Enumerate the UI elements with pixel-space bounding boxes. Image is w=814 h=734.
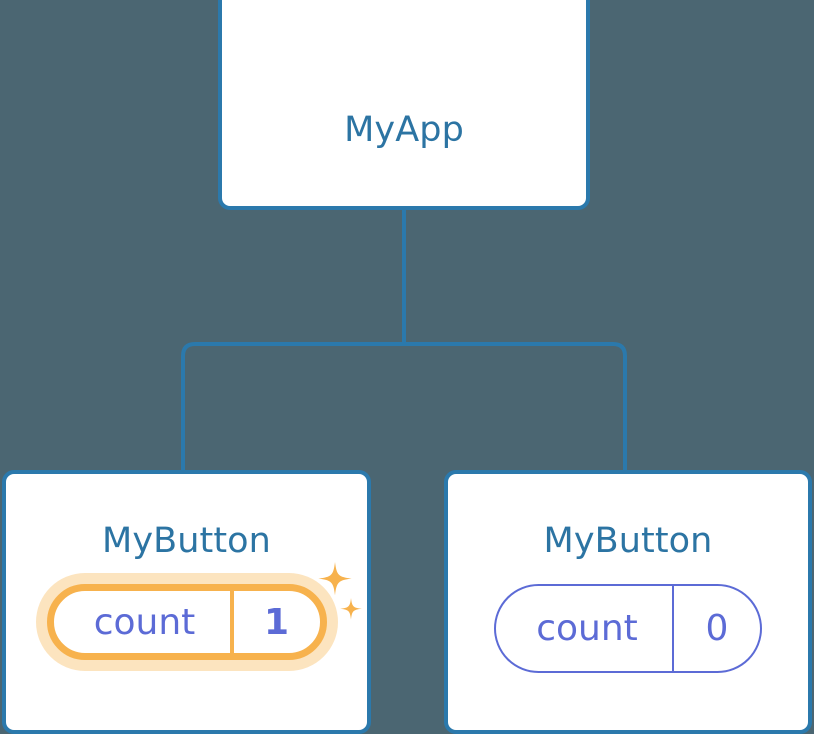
- state-key-label: count: [536, 608, 638, 649]
- sparkle-small-icon: [339, 598, 362, 620]
- state-pill-default[interactable]: count 0: [494, 584, 762, 673]
- component-node-mybutton-right[interactable]: MyButton count 0: [444, 470, 812, 734]
- component-title: MyApp: [344, 110, 464, 150]
- component-title: MyButton: [543, 521, 713, 561]
- component-title: MyButton: [102, 521, 271, 561]
- state-value-label: 1: [229, 591, 320, 653]
- connector-branch-right: [404, 342, 627, 472]
- state-key-label: count: [93, 601, 196, 643]
- state-pill-highlighted[interactable]: count 1: [46, 584, 327, 660]
- state-pill-wrapper: count 1: [35, 562, 362, 671]
- component-node-myapp[interactable]: MyApp: [218, 0, 590, 210]
- state-value-label: 0: [672, 586, 760, 671]
- component-node-mybutton-left[interactable]: MyButton count 1: [2, 470, 371, 734]
- connector-branch-left: [181, 342, 404, 472]
- state-pill-wrapper: count 0: [494, 584, 762, 673]
